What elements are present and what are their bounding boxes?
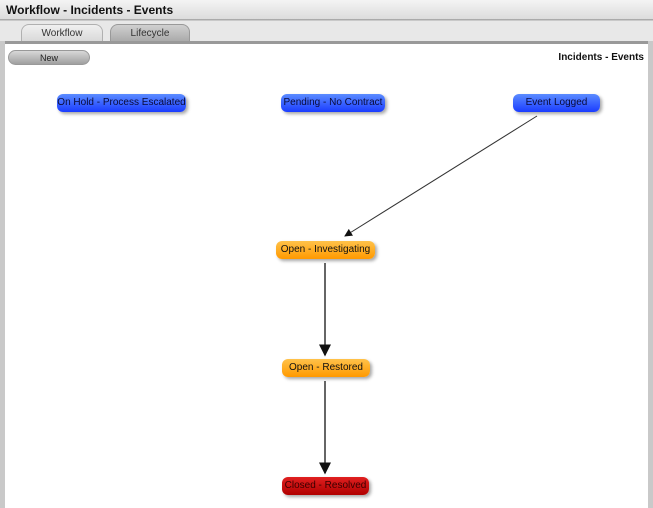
state-node[interactable]: On Hold - Process Escalated xyxy=(57,94,186,112)
state-node[interactable]: Pending - No Contract xyxy=(281,94,385,112)
tab-bar: Workflow Lifecycle xyxy=(0,21,653,42)
state-node[interactable]: Event Logged xyxy=(513,94,600,112)
new-button[interactable]: New xyxy=(8,50,90,65)
workflow-canvas xyxy=(5,41,648,508)
state-node[interactable]: Open - Investigating xyxy=(276,241,375,259)
tab-workflow[interactable]: Workflow xyxy=(21,24,103,42)
state-node[interactable]: Open - Restored xyxy=(282,359,370,377)
tab-lifecycle[interactable]: Lifecycle xyxy=(110,24,190,42)
transition-arrow[interactable] xyxy=(344,115,538,237)
state-node[interactable]: Closed - Resolved xyxy=(282,477,369,495)
page-heading: Incidents - Events xyxy=(558,52,644,63)
window-title: Workflow - Incidents - Events xyxy=(0,0,653,20)
